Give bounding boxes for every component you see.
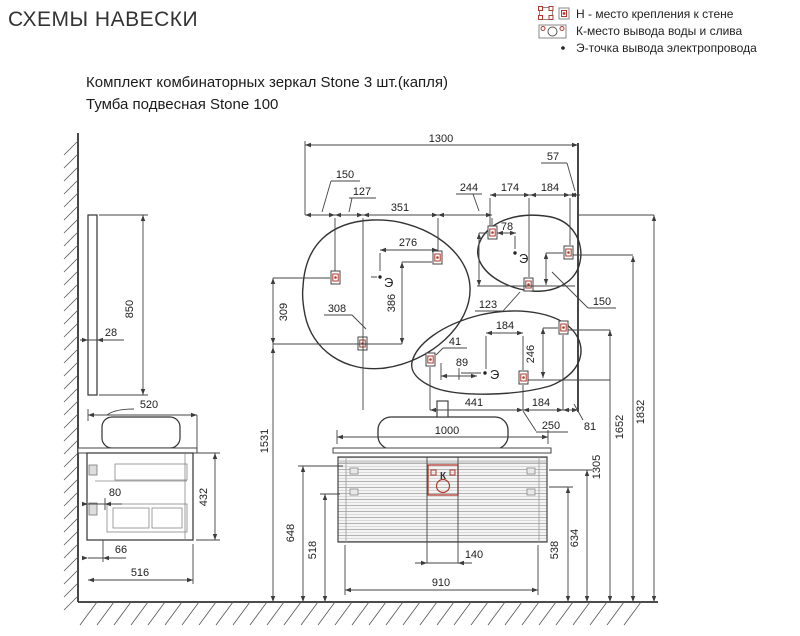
- wall-mount-icon: [523, 277, 534, 292]
- dim-538: 538: [549, 541, 561, 559]
- subtitle-line2: Тумба подвесная Stone 100: [86, 96, 279, 113]
- vanity-body: [337, 456, 548, 543]
- wall-mount-icon: [558, 320, 569, 335]
- dim-184-bottom: 184: [532, 397, 550, 409]
- dim-127: 127: [353, 186, 371, 198]
- dimension-lines: [80, 141, 655, 602]
- dim-308: 308: [328, 303, 346, 315]
- dim-123: 123: [479, 299, 497, 311]
- mirror-small-bottom: [411, 310, 582, 395]
- dim-351: 351: [391, 202, 409, 214]
- dim-80: 80: [109, 487, 121, 499]
- floor-hatch: [79, 601, 642, 626]
- dim-1652: 1652: [614, 415, 626, 439]
- side-bracket-top: [88, 464, 98, 476]
- dim-1832: 1832: [635, 400, 647, 424]
- dim-1305: 1305: [591, 455, 603, 479]
- legend-row-electrical: Э-точка вывода электропровода: [538, 39, 757, 56]
- countertop-front: [332, 447, 552, 454]
- vanity-brackets: [349, 467, 536, 496]
- legend-row-mount: Н - место крепления к стене: [538, 5, 757, 22]
- dimension-labels: 1300 150 127 351 244 174 184 57 276 386 …: [105, 133, 647, 589]
- dim-850: 850: [124, 300, 136, 318]
- side-vanity: [86, 452, 194, 541]
- dim-518: 518: [307, 541, 319, 559]
- dim-28: 28: [105, 327, 117, 339]
- vanity-front: К: [332, 400, 552, 543]
- legend-row-water: К-место вывода воды и слива: [538, 22, 757, 39]
- dim-516: 516: [131, 567, 149, 579]
- dim-89: 89: [456, 357, 468, 369]
- side-countertop: [77, 447, 198, 454]
- dim-910: 910: [432, 577, 450, 589]
- wall-and-floor: [77, 133, 658, 603]
- subtitle-line1: Комплект комбинаторных зеркал Stone 3 шт…: [86, 74, 449, 91]
- dim-648: 648: [285, 524, 297, 542]
- legend: Н - место крепления к стене К-место выво…: [538, 5, 757, 56]
- subtitle: Комплект комбинаторных зеркал Stone 3 шт…: [86, 72, 448, 116]
- electrical-marker: Э: [519, 251, 528, 266]
- dim-174: 174: [501, 182, 519, 194]
- dim-184-mid: 184: [496, 320, 514, 332]
- electrical-dot: [483, 371, 487, 375]
- wall-mount-icon: [558, 7, 570, 19]
- electrical-marker: Э: [384, 275, 393, 290]
- wall-mount-icon: [330, 270, 341, 285]
- dim-66: 66: [115, 544, 127, 556]
- mirror-large: [301, 219, 471, 370]
- dim-total-width: 1300: [429, 133, 453, 145]
- dim-140: 140: [465, 549, 483, 561]
- mirror-mounts-icon: [538, 5, 554, 20]
- dim-520: 520: [140, 399, 158, 411]
- water-outlet-icon: [538, 24, 567, 38]
- dim-634: 634: [569, 529, 581, 547]
- dim-441: 441: [465, 397, 483, 409]
- wall-mount-icon: [487, 225, 498, 240]
- electrical-points: [378, 251, 517, 375]
- side-bracket-bottom: [88, 502, 98, 516]
- dim-150-right: 150: [593, 296, 611, 308]
- legend-electrical-label: Э-точка вывода электропровода: [576, 40, 757, 55]
- sink-tab: [436, 400, 449, 418]
- wall-mount-icon: [425, 352, 436, 367]
- dim-276: 276: [399, 237, 417, 249]
- dim-78: 78: [501, 221, 513, 233]
- dim-150-left: 150: [336, 169, 354, 181]
- dim-184-top: 184: [541, 182, 559, 194]
- dim-246: 246: [525, 345, 537, 363]
- dim-432: 432: [198, 488, 210, 506]
- dim-244: 244: [460, 182, 478, 194]
- wall-mount-icon: [357, 336, 368, 351]
- legend-water-label: К-место вывода воды и слива: [576, 23, 743, 38]
- electrical-marker: Э: [490, 367, 499, 382]
- side-view: [77, 214, 198, 541]
- side-vanity-interior: [95, 453, 188, 540]
- dim-57: 57: [547, 151, 559, 163]
- wall-mount-icon: [432, 250, 443, 265]
- legend-mount-label: Н - место крепления к стене: [576, 6, 734, 21]
- wall-mount-icon: [518, 370, 529, 385]
- dim-250: 250: [542, 420, 560, 432]
- wall-mount-icon: [563, 245, 574, 260]
- dim-309: 309: [278, 303, 290, 321]
- dim-1000: 1000: [435, 425, 459, 437]
- dim-81: 81: [584, 421, 596, 433]
- dim-41: 41: [449, 336, 461, 348]
- wall-hatch: [63, 140, 79, 611]
- electrical-dot: [378, 275, 382, 279]
- page-title: СХЕМЫ НАВЕСКИ: [8, 8, 199, 31]
- dim-1531: 1531: [259, 429, 271, 453]
- water-marker: К: [440, 471, 447, 482]
- electrical-dot: [513, 251, 517, 255]
- electrical-point-icon: [561, 45, 565, 50]
- side-mirror: [87, 214, 98, 396]
- label-backing: [425, 424, 469, 436]
- vanity-panel-lines: [338, 457, 547, 542]
- side-sink: [101, 416, 181, 449]
- dim-386: 386: [386, 294, 398, 312]
